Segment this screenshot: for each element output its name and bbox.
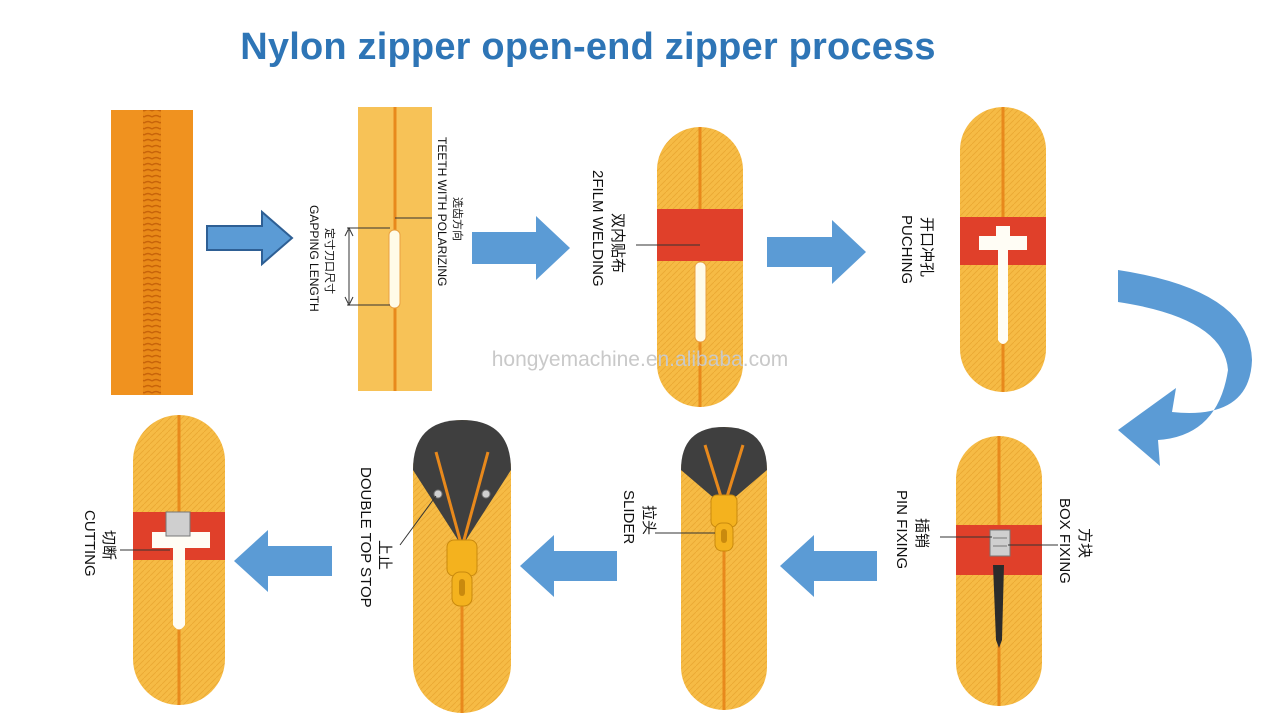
label-puching-cn: 开口冲孔 <box>918 217 936 277</box>
arrow-left-icon <box>780 535 877 597</box>
film-band <box>657 209 743 261</box>
label-teeth-polarizing-cn: 选齿方向 <box>451 197 465 241</box>
punch-hole <box>979 226 1027 344</box>
label-double-top-stop: DOUBLE TOP STOP <box>357 467 374 608</box>
label-puching: PUCHING <box>898 215 915 284</box>
label-slider: SLIDER <box>620 490 637 544</box>
label-cutting-cn: 切断 <box>100 530 118 560</box>
label-teeth-polarizing: TEETH WITH POLARIZING <box>435 137 449 286</box>
step-fixing: PIN FIXING 插销 BOX FIXING 方块 <box>893 436 1094 706</box>
flow-arrows <box>206 209 1252 597</box>
label-2film-welding-cn: 双内贴布 <box>609 213 627 273</box>
step-chain <box>111 110 193 395</box>
step-welding: 2FILM WELDING 双内贴布 <box>589 127 743 407</box>
label-box-fixing-cn: 方块 <box>1076 528 1094 558</box>
arrow-right-icon <box>472 216 570 280</box>
label-gapping-length: GAPPING LENGTH <box>307 205 321 312</box>
label-pin-fixing-cn: 插销 <box>913 518 931 548</box>
label-cutting: CUTTING <box>81 510 98 577</box>
watermark: hongyemachine.en.alibaba.com <box>492 348 789 371</box>
step-cutting: CUTTING 切断 <box>81 415 225 705</box>
label-2film-welding: 2FILM WELDING <box>589 170 606 287</box>
cutting-slider <box>165 511 191 537</box>
arrow-left-icon <box>520 535 617 597</box>
chain-teeth <box>143 110 161 395</box>
label-pin-fixing: PIN FIXING <box>893 490 910 569</box>
curved-arrow-icon <box>1118 270 1252 466</box>
slider-body <box>710 494 738 528</box>
label-gapping-length-cn: 定寸刀口尺寸 <box>323 228 337 294</box>
arrow-right-icon <box>206 209 294 267</box>
label-box-fixing: BOX FIXING <box>1056 498 1073 584</box>
arrow-right-icon <box>767 220 866 284</box>
step-punching: PUCHING 开口冲孔 <box>898 107 1046 392</box>
gap-slot <box>388 229 401 309</box>
label-double-top-stop-cn: 上止 <box>376 540 394 570</box>
top-stop-right <box>481 489 491 499</box>
step-top-stop: DOUBLE TOP STOP 上止 <box>357 420 511 713</box>
arrow-left-icon <box>234 530 332 592</box>
page-title: Nylon zipper open-end zipper process <box>240 26 936 68</box>
step-gapping: TEETH WITH POLARIZING 选齿方向 GAPPING LENGT… <box>307 107 465 391</box>
step-slider: SLIDER 拉头 <box>620 427 767 710</box>
label-slider-cn: 拉头 <box>640 505 658 535</box>
box-block <box>989 529 1011 557</box>
